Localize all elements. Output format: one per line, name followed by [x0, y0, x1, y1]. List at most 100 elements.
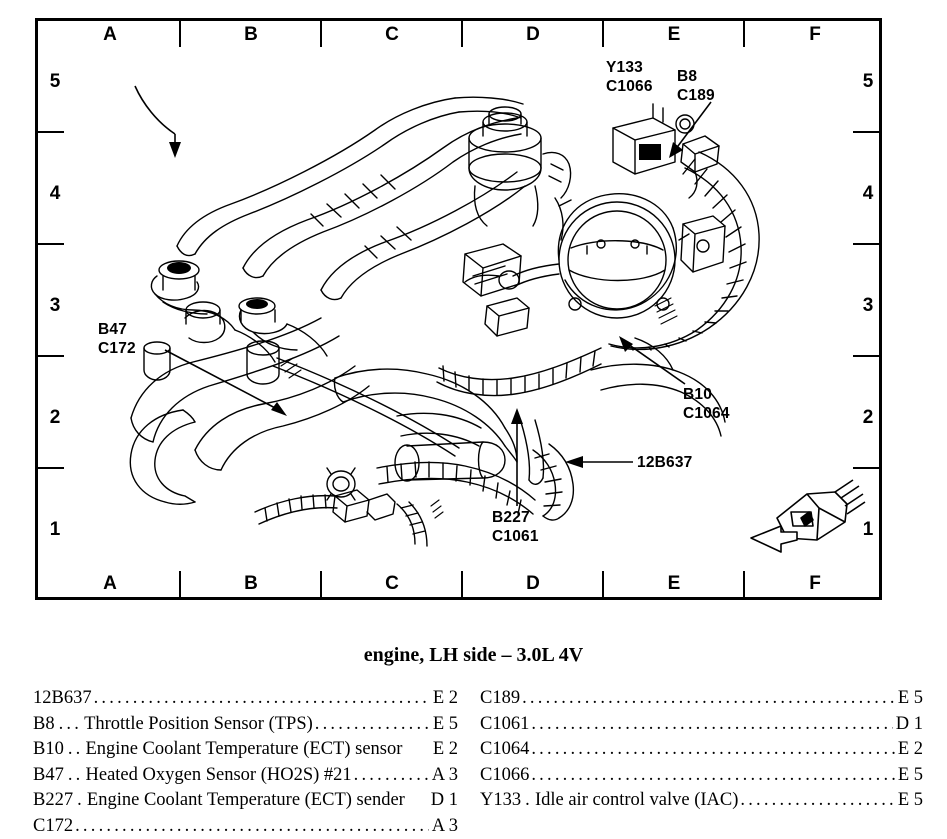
legend-row: 12B637..................................…: [33, 686, 458, 712]
legend-gap-dots: ...: [55, 712, 82, 738]
legend-grid-reference: E 2: [430, 686, 458, 712]
grid-column-label-top-b: B: [231, 24, 271, 46]
column-tick: [461, 571, 463, 597]
grid-column-label-bottom-c: C: [372, 573, 412, 595]
grid-row-label-right-5: 5: [855, 71, 881, 93]
row-tick: [38, 355, 64, 357]
legend-code: B227: [33, 788, 73, 814]
legend-gap-dots: .: [521, 788, 533, 814]
grid-column-label-top-f: F: [795, 24, 835, 46]
legend-code: C1064: [480, 737, 529, 763]
legend-code: B47: [33, 763, 64, 789]
legend-code: B10: [33, 737, 64, 763]
callout-b47-c172: B47 C172: [98, 320, 136, 358]
callout-line: C189: [677, 86, 715, 105]
legend-row: B10 .. Engine Coolant Temperature (ECT) …: [33, 737, 458, 763]
legend-code: C1066: [480, 763, 529, 789]
legend-row: Y133 . Idle air control valve (IAC).....…: [480, 788, 923, 814]
legend-code: 12B637: [33, 686, 92, 712]
legend-grid-reference: A 3: [429, 814, 458, 839]
legend-dot-leader: ........................................…: [529, 737, 894, 763]
legend-description: Idle air control valve (IAC): [533, 788, 738, 814]
column-tick: [179, 571, 181, 597]
row-tick: [38, 467, 64, 469]
legend-code: C1061: [480, 712, 529, 738]
legend-code: Y133: [480, 788, 521, 814]
grid-row-label-left-1: 1: [42, 519, 68, 541]
row-tick: [853, 355, 879, 357]
grid-column-label-top-a: A: [90, 24, 130, 46]
grid-frame: [35, 18, 882, 600]
legend-grid-reference: E 5: [895, 788, 923, 814]
legend-row: B8 ... Throttle Position Sensor (TPS)...…: [33, 712, 458, 738]
grid-column-label-bottom-f: F: [795, 573, 835, 595]
callout-line: Y133: [606, 58, 653, 77]
legend-grid-reference: E 5: [895, 763, 923, 789]
callout-line: C172: [98, 339, 136, 358]
callout-line: C1064: [683, 404, 730, 423]
grid-column-label-bottom-e: E: [654, 573, 694, 595]
legend-dot-leader: ........................................…: [73, 814, 429, 839]
legend-dot-leader: ........................................…: [352, 763, 429, 789]
legend-dot-leader: ........................................…: [92, 686, 430, 712]
legend-row: C1061...................................…: [480, 712, 923, 738]
callout-y133-c1066: Y133 C1066: [606, 58, 653, 96]
legend-code: B8: [33, 712, 55, 738]
column-tick: [320, 571, 322, 597]
row-tick: [853, 467, 879, 469]
grid-row-label-left-2: 2: [42, 407, 68, 429]
callout-b227-c1061: B227 C1061: [492, 508, 539, 546]
legend-dot-leader: ........................................…: [738, 788, 894, 814]
callout-12b637: 12B637: [637, 453, 693, 472]
legend-grid-reference: E 5: [895, 686, 923, 712]
legend-grid-reference: E 5: [430, 712, 458, 738]
legend-description: Heated Oxygen Sensor (HO2S) #21: [84, 763, 352, 789]
legend-column-left: 12B637..................................…: [33, 686, 458, 839]
legend-description: Throttle Position Sensor (TPS): [82, 712, 313, 738]
legend-dot-leader: ........................................…: [313, 712, 430, 738]
figure-title: engine, LH side – 3.0L 4V: [0, 644, 947, 667]
column-tick: [743, 21, 745, 47]
grid-row-label-left-4: 4: [42, 183, 68, 205]
legend-row: C1064...................................…: [480, 737, 923, 763]
column-tick: [602, 571, 604, 597]
row-tick: [853, 131, 879, 133]
legend-row: C1066...................................…: [480, 763, 923, 789]
callout-line: B8: [677, 67, 715, 86]
grid-column-label-top-e: E: [654, 24, 694, 46]
grid-row-label-left-3: 3: [42, 295, 68, 317]
legend-description: Engine Coolant Temperature (ECT) sensor: [84, 737, 403, 763]
legend-dot-leader: ........................................…: [520, 686, 895, 712]
grid-row-label-right-2: 2: [855, 407, 881, 429]
legend-grid-reference: D 1: [428, 788, 458, 814]
callout-line: C1066: [606, 77, 653, 96]
legend-row: C189....................................…: [480, 686, 923, 712]
grid-column-label-bottom-a: A: [90, 573, 130, 595]
callout-line: B10: [683, 385, 730, 404]
grid-row-label-left-5: 5: [42, 71, 68, 93]
legend-column-right: C189....................................…: [480, 686, 923, 814]
callout-b8-c189: B8 C189: [677, 67, 715, 105]
grid-row-label-right-3: 3: [855, 295, 881, 317]
legend-grid-reference: E 2: [430, 737, 458, 763]
legend-code: C172: [33, 814, 73, 839]
legend-grid-reference: E 2: [895, 737, 923, 763]
grid-column-label-bottom-b: B: [231, 573, 271, 595]
grid-column-label-top-c: C: [372, 24, 412, 46]
column-tick: [602, 21, 604, 47]
legend-gap-dots: .: [73, 788, 85, 814]
row-tick: [853, 243, 879, 245]
legend-row: B227 . Engine Coolant Temperature (ECT) …: [33, 788, 458, 814]
callout-line: 12B637: [637, 453, 693, 472]
callout-b10-c1064: B10 C1064: [683, 385, 730, 423]
grid-row-label-right-4: 4: [855, 183, 881, 205]
legend-row: B47 .. Heated Oxygen Sensor (HO2S) #21..…: [33, 763, 458, 789]
callout-line: B227: [492, 508, 539, 527]
row-tick: [38, 131, 64, 133]
legend-code: C189: [480, 686, 520, 712]
callout-line: C1061: [492, 527, 539, 546]
grid-column-label-top-d: D: [513, 24, 553, 46]
legend-gap-dots: ..: [64, 763, 84, 789]
legend-dot-leader: ........................................…: [529, 763, 894, 789]
